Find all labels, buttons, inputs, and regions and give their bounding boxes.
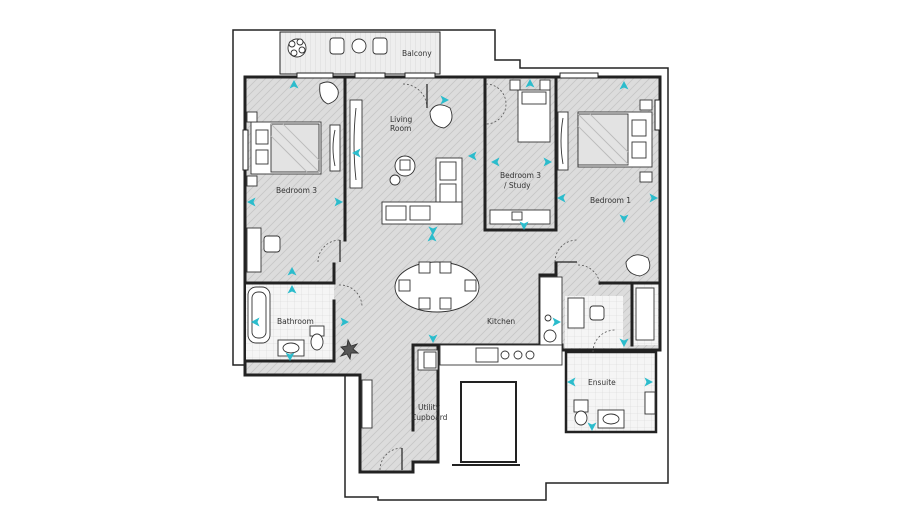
- stairwell: [460, 381, 517, 463]
- bedroom1-furniture: [557, 99, 653, 277]
- room-labels: Balcony Living Room Bedroom 3 Bedroom 3 …: [276, 49, 631, 422]
- label-utility-1: Utility: [418, 403, 441, 412]
- label-bedroom1: Bedroom 1: [590, 196, 631, 205]
- label-bathroom: Bathroom: [277, 317, 314, 326]
- bedroom-left-furniture: [246, 111, 341, 273]
- label-kitchen: Kitchen: [487, 317, 515, 326]
- door-leaves: [339, 84, 577, 470]
- label-utility-2: Cupboard: [411, 413, 448, 422]
- utility-fixtures: [339, 338, 437, 429]
- bathroom-fixtures: [247, 286, 325, 357]
- balcony-furniture: [287, 37, 388, 58]
- label-bedroom-left: Bedroom 3: [276, 186, 317, 195]
- label-ensuite: Ensuite: [588, 378, 616, 387]
- kitchen-units: [417, 276, 563, 371]
- ensuite-fixtures: [567, 287, 656, 429]
- label-living-room-2: Room: [390, 124, 411, 133]
- label-living-room-1: Living: [390, 115, 413, 124]
- living-room-furniture: [319, 81, 463, 225]
- label-bedroom3-study-1: Bedroom 3: [500, 171, 541, 180]
- windows: [242, 72, 661, 171]
- bedroom3-study-furniture: [489, 79, 551, 225]
- label-bedroom3-study-2: / Study: [504, 181, 531, 190]
- dining-set: [394, 261, 480, 313]
- label-balcony: Balcony: [402, 49, 432, 58]
